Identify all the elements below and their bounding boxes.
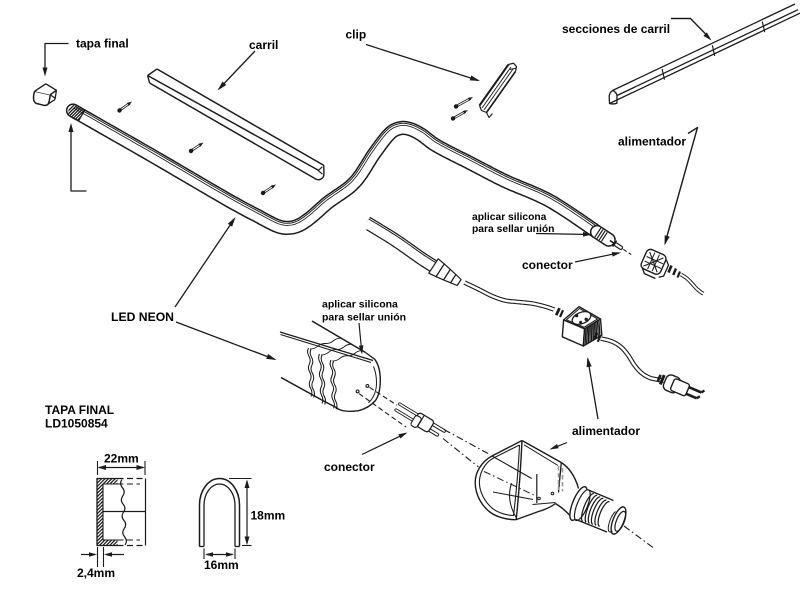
- svg-text:TAPA FINAL: TAPA FINAL: [45, 403, 114, 417]
- svg-text:18mm: 18mm: [251, 509, 286, 523]
- svg-text:tapa final: tapa final: [76, 37, 129, 51]
- svg-text:conector: conector: [522, 258, 573, 272]
- svg-text:clip: clip: [346, 28, 367, 42]
- svg-text:aplicar silicona: aplicar silicona: [322, 299, 398, 311]
- svg-text:alimentador: alimentador: [618, 135, 686, 149]
- svg-text:alimentador: alimentador: [572, 424, 640, 438]
- svg-text:conector: conector: [324, 460, 375, 474]
- svg-text:aplicar silicona: aplicar silicona: [472, 212, 547, 223]
- svg-text:LED NEON: LED NEON: [111, 310, 174, 324]
- svg-text:secciones de carril: secciones de carril: [562, 22, 670, 36]
- svg-text:2,4mm: 2,4mm: [77, 566, 115, 580]
- svg-text:para sellar unión: para sellar unión: [472, 224, 554, 235]
- svg-text:16mm: 16mm: [204, 558, 239, 572]
- svg-text:LD1050854: LD1050854: [45, 417, 108, 431]
- svg-text:para sellar unión: para sellar unión: [322, 312, 406, 324]
- svg-text:carril: carril: [249, 38, 278, 52]
- svg-text:22mm: 22mm: [104, 452, 139, 466]
